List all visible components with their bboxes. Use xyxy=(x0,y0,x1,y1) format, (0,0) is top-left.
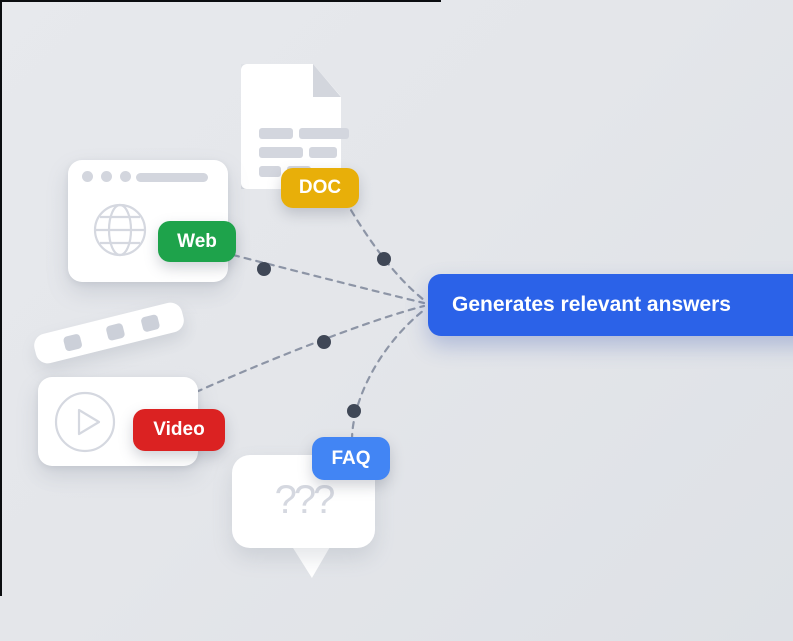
window-dot-icon xyxy=(82,171,93,182)
badge-doc-label: DOC xyxy=(298,177,342,198)
doc-text-line xyxy=(259,166,281,177)
connector-dot-web xyxy=(257,262,271,276)
clapper-square xyxy=(62,333,83,352)
connector-doc xyxy=(343,198,426,302)
badge-video-label: Video xyxy=(153,419,205,440)
connector-dot-video xyxy=(317,335,331,349)
badge-web-label: Web xyxy=(177,230,217,252)
video-clapperboard-strip xyxy=(31,300,187,366)
window-dot-icon xyxy=(101,171,112,182)
badge-faq-label: FAQ xyxy=(331,447,371,469)
generates-answers-box[interactable]: Generates relevant answers xyxy=(428,274,793,336)
globe-icon xyxy=(93,203,147,257)
badge-video[interactable]: Video xyxy=(133,409,225,451)
doc-text-line xyxy=(259,128,293,139)
connector-faq xyxy=(350,308,426,442)
badge-doc[interactable]: DOC xyxy=(281,168,359,208)
clapper-square xyxy=(105,322,126,342)
window-dot-icon xyxy=(120,171,131,182)
clapper-square xyxy=(140,313,161,333)
canvas-top-edge xyxy=(0,0,441,2)
browser-titlebar xyxy=(68,160,228,190)
connector-dot-doc xyxy=(377,252,391,266)
doc-text-line xyxy=(309,147,337,158)
connector-dot-faq xyxy=(347,404,361,418)
badge-faq[interactable]: FAQ xyxy=(312,437,390,480)
browser-address-bar xyxy=(136,173,208,182)
question-marks-text: ??? xyxy=(274,477,336,522)
connector-web xyxy=(231,253,426,305)
connector-video xyxy=(194,304,426,394)
generates-answers-label: Generates relevant answers xyxy=(452,293,731,316)
doc-text-line xyxy=(259,147,303,158)
doc-text-line xyxy=(299,128,349,139)
canvas-left-edge xyxy=(0,0,2,596)
play-button-icon xyxy=(54,391,116,453)
badge-web[interactable]: Web xyxy=(158,221,236,262)
